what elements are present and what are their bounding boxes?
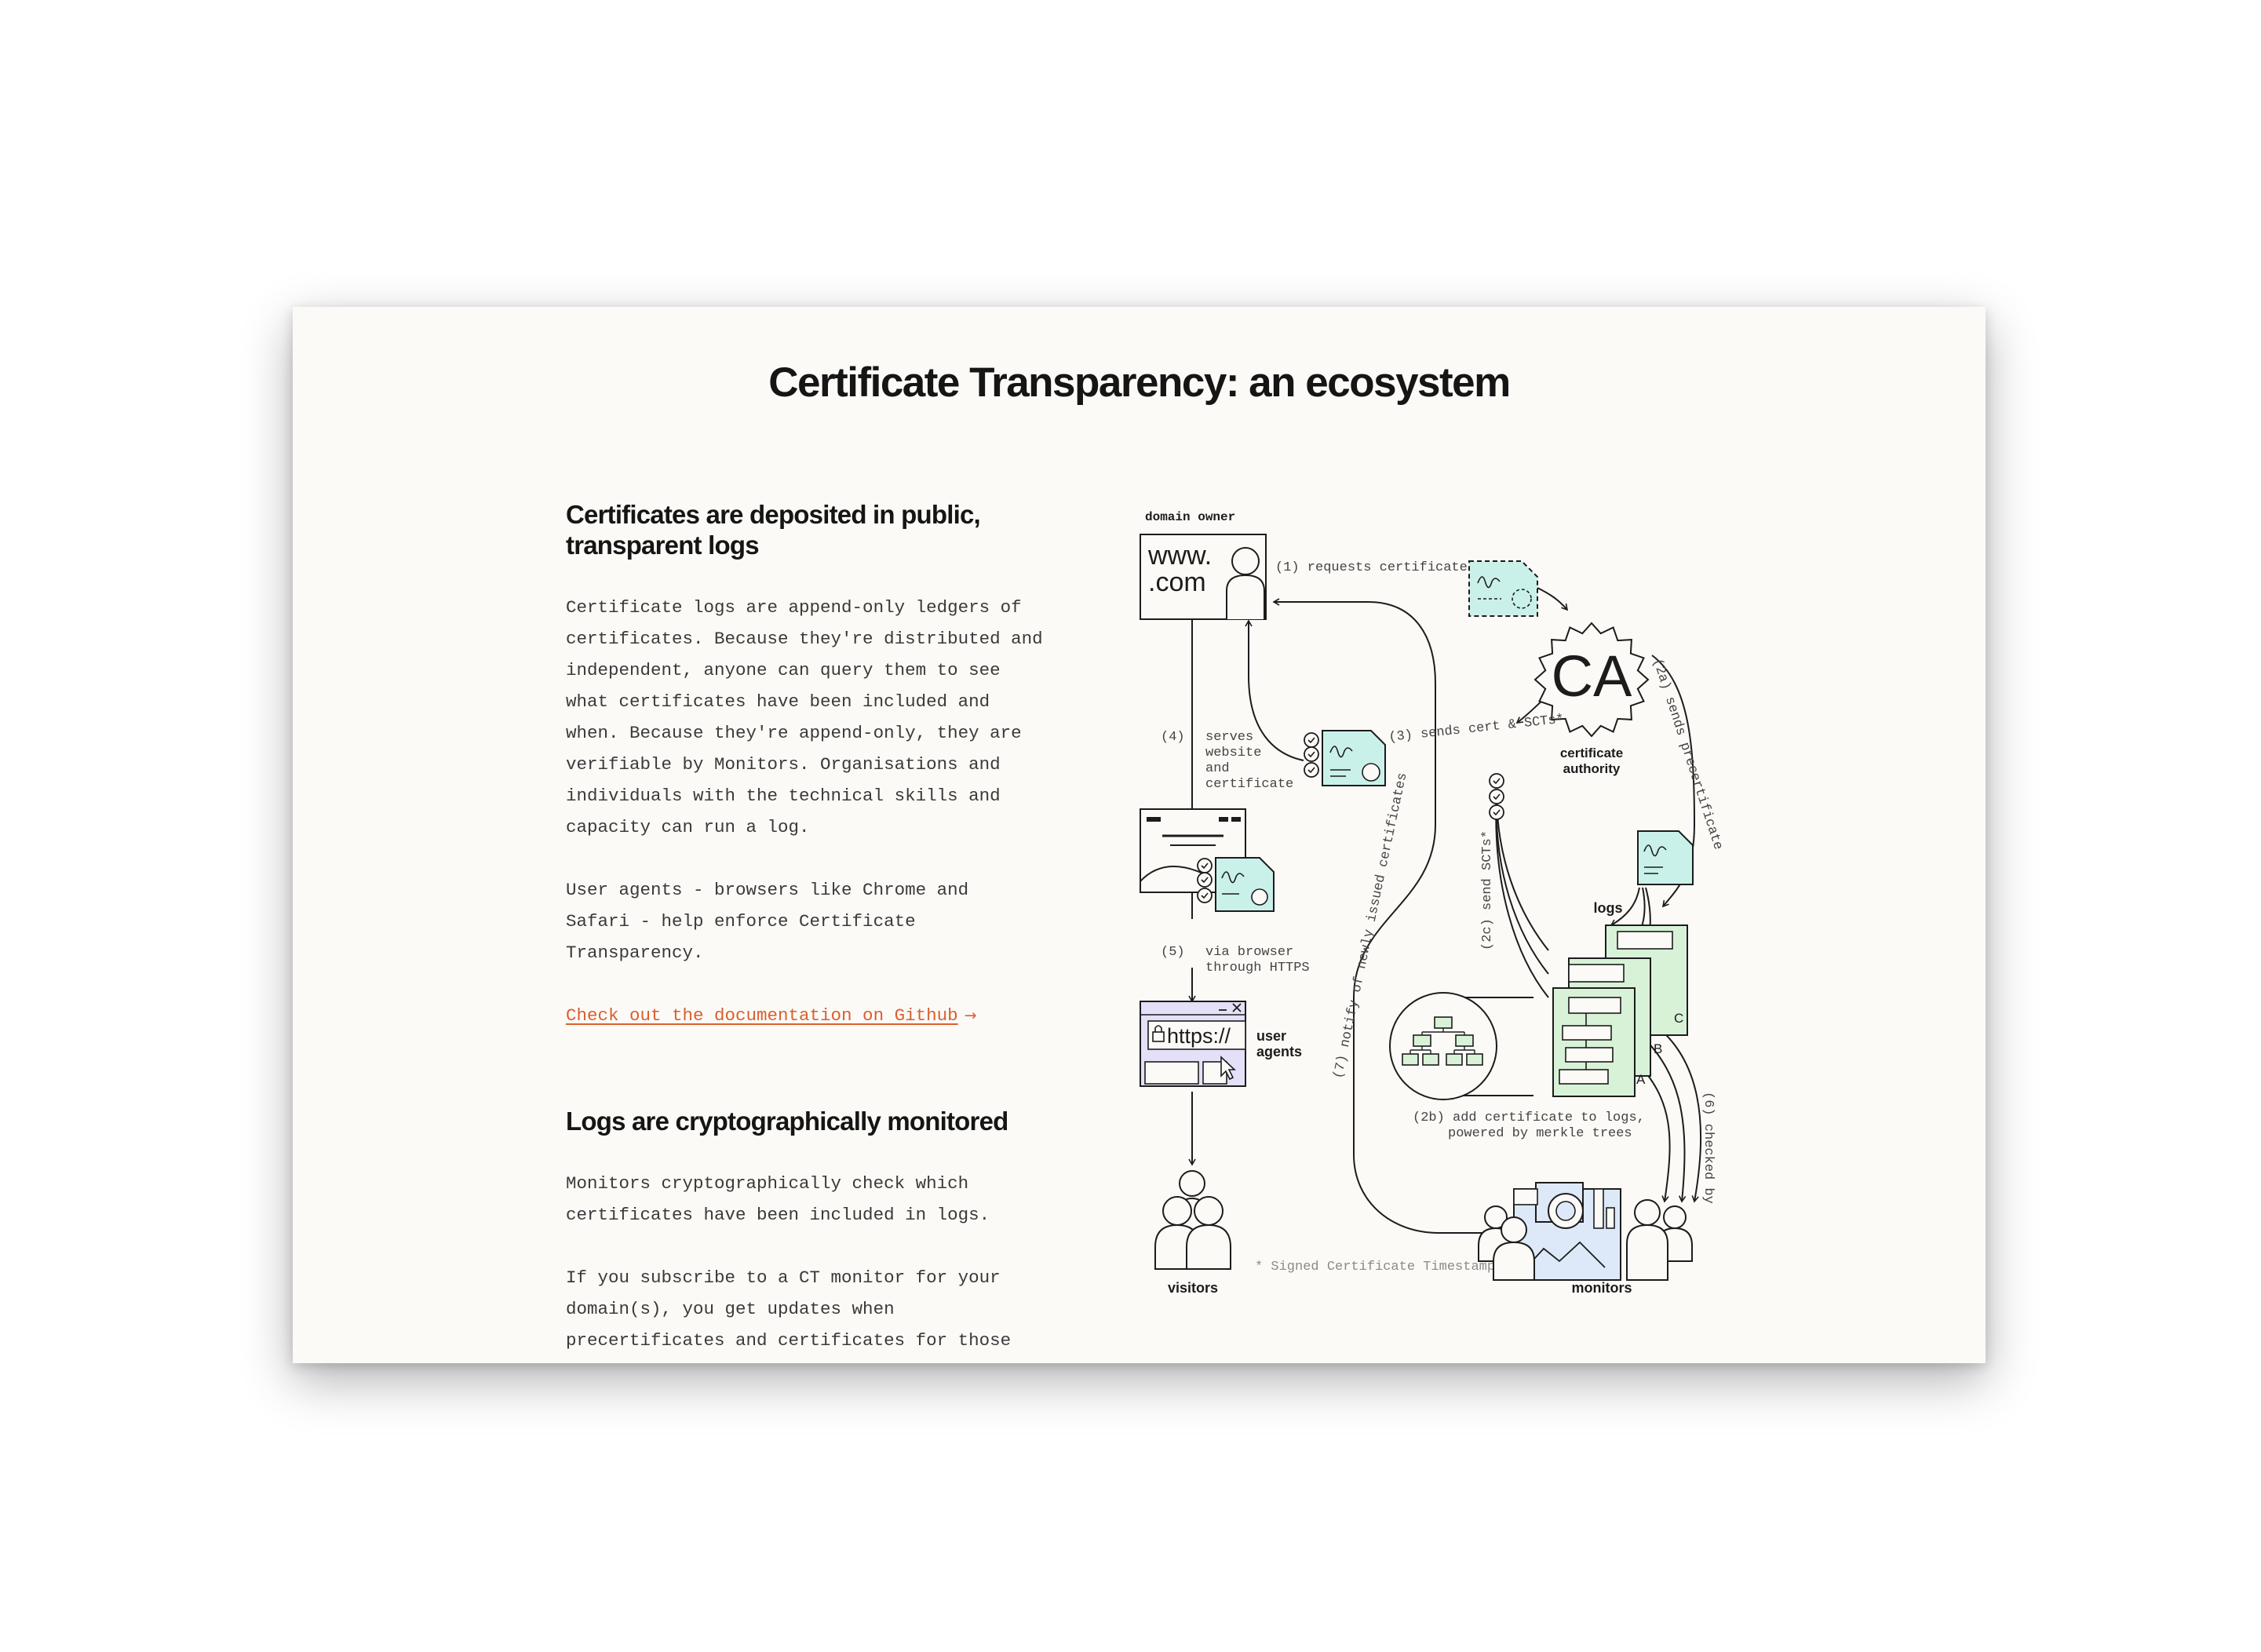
step-4-text: serves	[1205, 730, 1253, 745]
arrow-right-icon: →	[964, 1007, 977, 1024]
section-heading: Certificates are deposited in public, tr…	[566, 499, 1052, 560]
browser-window-icon: https://	[1140, 1001, 1246, 1087]
visitors-group-icon	[1154, 1170, 1231, 1270]
monitors-group-icon	[1478, 1182, 1693, 1281]
sct-footnote: * Signed Certificate Timestamp	[1255, 1260, 1495, 1275]
visitors-label: visitors	[1168, 1280, 1218, 1296]
text-line: certificates. Because they're distribute…	[566, 629, 1043, 649]
precertificate-icon	[1637, 830, 1694, 885]
step-1-label: (1) requests certificate	[1275, 560, 1468, 575]
log-a-label: A	[1636, 1072, 1646, 1087]
content-card: Certificate Transparency: an ecosystem C…	[293, 307, 1986, 1363]
page-title: Certificate Transparency: an ecosystem	[768, 359, 1511, 406]
step-3-label: (3) sends cert & SCTs*	[1388, 713, 1565, 746]
text-line: User agents - browsers like Chrome and	[566, 880, 969, 900]
text-line: Monitors cryptographically check which	[566, 1173, 969, 1194]
step-4-text: and	[1205, 761, 1230, 776]
step-2a-label: (2a) sends precertificate	[1649, 657, 1725, 852]
text-line: Transparency.	[566, 943, 704, 963]
text-line: when. Because they're append-only, they …	[566, 723, 1022, 743]
com-text: .com	[1148, 567, 1206, 597]
ca-label-line: certificate	[1560, 746, 1623, 760]
paragraph: User agents - browsers like Chrome and S…	[566, 874, 1052, 968]
step-5-number: (5)	[1161, 945, 1185, 960]
https-text: https://	[1167, 1024, 1231, 1048]
step-4-text: certificate	[1205, 777, 1293, 792]
logs-stack-icon: A B C	[1552, 924, 1688, 1097]
step-2c-label: (2c) send SCTs*	[1480, 830, 1495, 950]
website-mockup-icon	[1140, 808, 1275, 912]
text-line: capacity can run a log.	[566, 817, 810, 837]
text-line: Safari - help enforce Certificate	[566, 911, 916, 932]
ct-ecosystem-diagram: domain owner www. .com (1) requests cert…	[1140, 510, 1725, 1296]
domain-owner-window: www. .com	[1140, 534, 1267, 620]
text-line: what certificates have been included and	[566, 691, 990, 712]
text-line: individuals with the technical skills an…	[566, 786, 1001, 806]
step-6-label: (6) checked by	[1701, 1092, 1716, 1204]
certificate-with-scts-icon	[1304, 730, 1386, 786]
close-icon	[1232, 1003, 1242, 1012]
person-icon	[1226, 547, 1265, 619]
step-4-number: (4)	[1161, 730, 1185, 745]
section-heading-line: Certificates are deposited in public,	[566, 500, 981, 529]
cursor-icon	[1220, 1056, 1237, 1081]
paragraph: If you subscribe to a CT monitor for you…	[566, 1262, 1052, 1356]
text-line: domain(s), you get updates when	[566, 1299, 895, 1319]
ca-text: CA	[1552, 644, 1632, 709]
lock-icon	[1152, 1025, 1165, 1042]
paragraph: Monitors cryptographically check which c…	[566, 1168, 1052, 1231]
step-2b-label: powered by merkle trees	[1448, 1126, 1632, 1141]
domain-owner-label: domain owner	[1145, 510, 1235, 524]
text-line: independent, anyone can query them to se…	[566, 660, 1001, 680]
requested-certificate-icon	[1468, 560, 1538, 617]
log-c-label: C	[1674, 1011, 1683, 1026]
monitors-label: monitors	[1571, 1280, 1632, 1296]
step-2b-label: (2b) add certificate to logs,	[1413, 1110, 1645, 1125]
user-agents-label: agents	[1256, 1044, 1302, 1059]
text-line: precertificates and certificates for tho…	[566, 1330, 1012, 1351]
text-line: Certificate logs are append-only ledgers…	[566, 597, 1022, 618]
log-b-label: B	[1654, 1041, 1662, 1056]
certificate-authority-badge: CA	[1533, 622, 1650, 738]
paragraph: Certificate logs are append-only ledgers…	[566, 592, 1052, 843]
text-line: If you subscribe to a CT monitor for you…	[566, 1267, 1001, 1288]
www-text: www.	[1147, 541, 1212, 571]
step-5-text: via browser	[1205, 945, 1293, 960]
step-4-text: website	[1205, 746, 1261, 760]
section-monitoring: Logs are cryptographically monitored Mon…	[566, 1106, 1052, 1356]
logs-label: logs	[1593, 900, 1622, 916]
ca-label-line: authority	[1563, 761, 1621, 776]
text-line: certificates have been included in logs.	[566, 1205, 990, 1225]
section-logs-intro: Certificates are deposited in public, tr…	[566, 499, 1052, 1031]
user-agents-label: user	[1256, 1028, 1286, 1044]
step-5-text: through HTTPS	[1205, 961, 1310, 976]
github-link-row: Check out the documentation on Github →	[566, 1000, 1052, 1031]
text-line: verifiable by Monitors. Organisations an…	[566, 754, 1001, 775]
sct-seals-icon	[1489, 773, 1504, 820]
merkle-tree-icon	[1389, 992, 1497, 1100]
section-heading-line: transparent logs	[566, 531, 760, 560]
section-heading: Logs are cryptographically monitored	[566, 1107, 1008, 1136]
github-docs-link[interactable]: Check out the documentation on Github	[566, 1005, 958, 1026]
